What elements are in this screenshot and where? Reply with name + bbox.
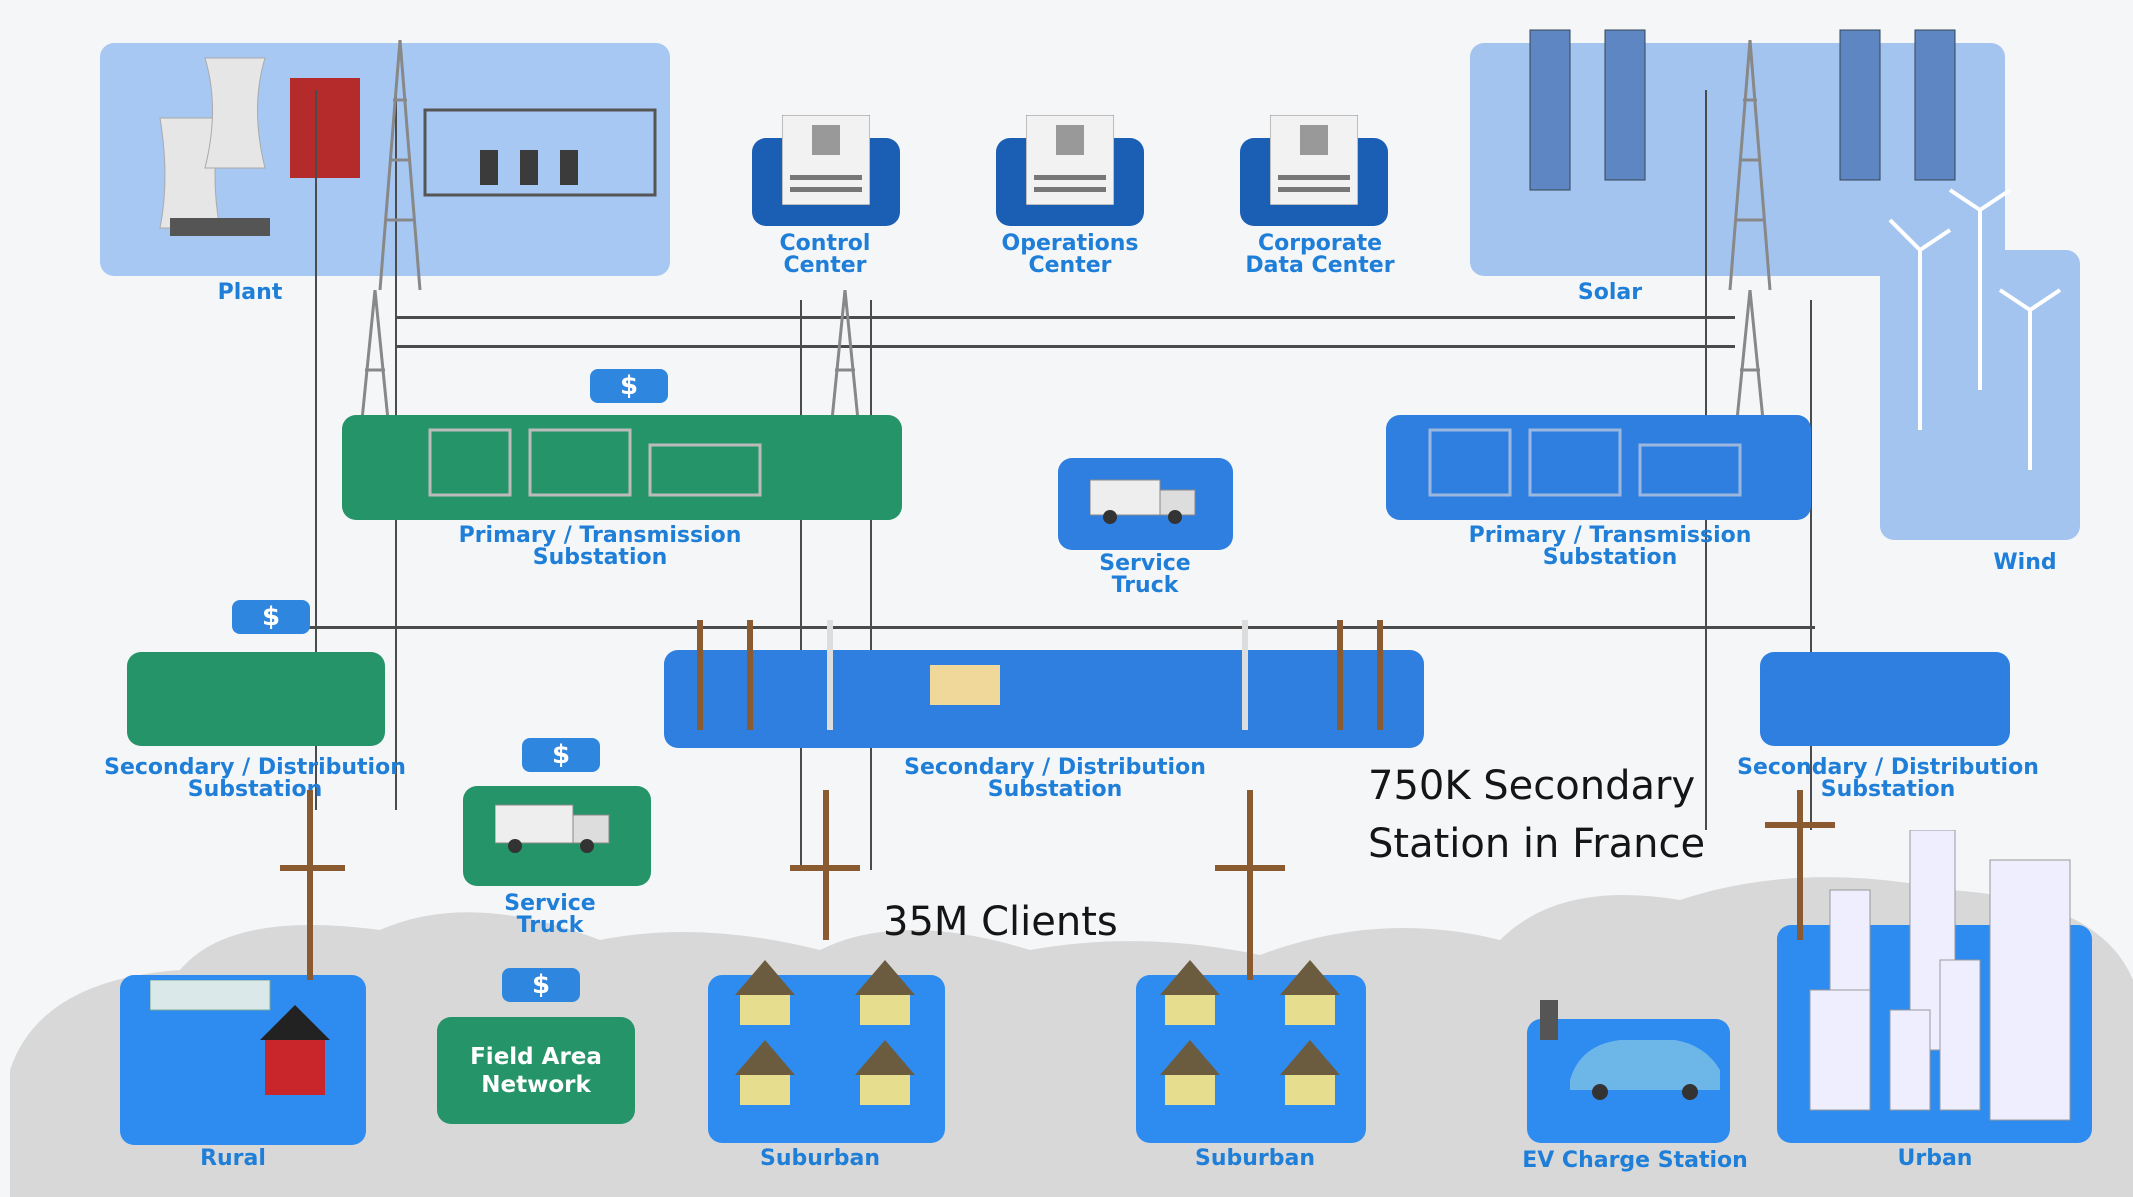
secondary-left-zone <box>127 652 385 746</box>
plant-label: Plant <box>217 280 283 305</box>
skyscraper-icon <box>1809 830 2071 1121</box>
substation-icon <box>423 108 657 197</box>
substation-icon <box>1428 428 1742 497</box>
wind-label: Wind <box>1993 550 2057 575</box>
primary-substation-left-label: Primary / Transmission Substation <box>458 523 742 570</box>
operations-center-label: Operations Center <box>1001 231 1139 278</box>
solar-panel-icon <box>1529 29 1956 191</box>
dollar-badge: $ <box>522 738 600 772</box>
corporate-data-center-label: Corporate Data Center <box>1245 231 1395 278</box>
dollar-badge: $ <box>590 369 668 403</box>
utility-pole-icon <box>280 790 1835 980</box>
secondary-station-count-note: 750K Secondary Station in France <box>1368 763 1706 867</box>
house-icon <box>150 980 330 1095</box>
primary-substation-right-label: Primary / Transmission Substation <box>1468 523 1752 570</box>
transmission-line <box>395 345 1735 348</box>
ev-car-icon <box>1540 1000 1720 1100</box>
service-truck-icon <box>1090 479 1196 524</box>
vertical-line <box>1810 300 1812 830</box>
suburban-1-label: Suburban <box>759 1146 881 1171</box>
house-icon <box>735 960 915 1105</box>
field-area-network-zone <box>437 1017 635 1124</box>
solar-label: Solar <box>1577 280 1643 305</box>
service-truck-center-label: Service Truck <box>1099 551 1191 598</box>
building-icon <box>782 115 870 205</box>
secondary-left-label: Secondary / Distribution Substation <box>104 755 406 802</box>
transmission-line <box>395 316 1735 319</box>
field-area-network-label: Field Area Network <box>470 1044 602 1098</box>
control-center-label: Control Center <box>779 231 871 278</box>
transmission-tower-icon <box>378 40 422 290</box>
transmission-tower-icon <box>1728 290 1772 490</box>
ev-charge-station-label: EV Charge Station <box>1522 1148 1748 1173</box>
vertical-line <box>315 90 317 810</box>
transmission-tower-icon <box>353 290 397 490</box>
dollar-badge: $ <box>502 968 580 1002</box>
rural-label: Rural <box>200 1146 266 1171</box>
clients-count-note: 35M Clients <box>883 899 1118 945</box>
dollar-badge: $ <box>232 600 310 634</box>
distribution-line <box>255 626 1815 629</box>
building-icon <box>1270 115 1358 205</box>
secondary-right-label: Secondary / Distribution Substation <box>1737 755 2039 802</box>
transmission-tower-icon <box>823 290 867 490</box>
primary-substation-left-zone <box>342 415 902 520</box>
substation-icon <box>428 428 762 497</box>
urban-label: Urban <box>1897 1146 1973 1171</box>
vertical-line <box>800 300 802 870</box>
power-plant-icon <box>159 57 360 236</box>
service-truck-left-label: Service Truck <box>504 891 596 938</box>
building-icon <box>1026 115 1114 205</box>
service-truck-icon <box>495 804 610 853</box>
secondary-center-zone <box>664 650 1424 748</box>
suburban-2-label: Suburban <box>1194 1146 1316 1171</box>
vertical-line <box>870 300 872 870</box>
secondary-right-zone <box>1760 652 2010 746</box>
wind-turbine-icon <box>1888 188 2062 470</box>
transmission-tower-icon <box>1728 40 1772 290</box>
utility-pole-icon <box>697 620 1383 730</box>
house-icon <box>1160 960 1340 1105</box>
secondary-center-label: Secondary / Distribution Substation <box>904 755 1206 802</box>
